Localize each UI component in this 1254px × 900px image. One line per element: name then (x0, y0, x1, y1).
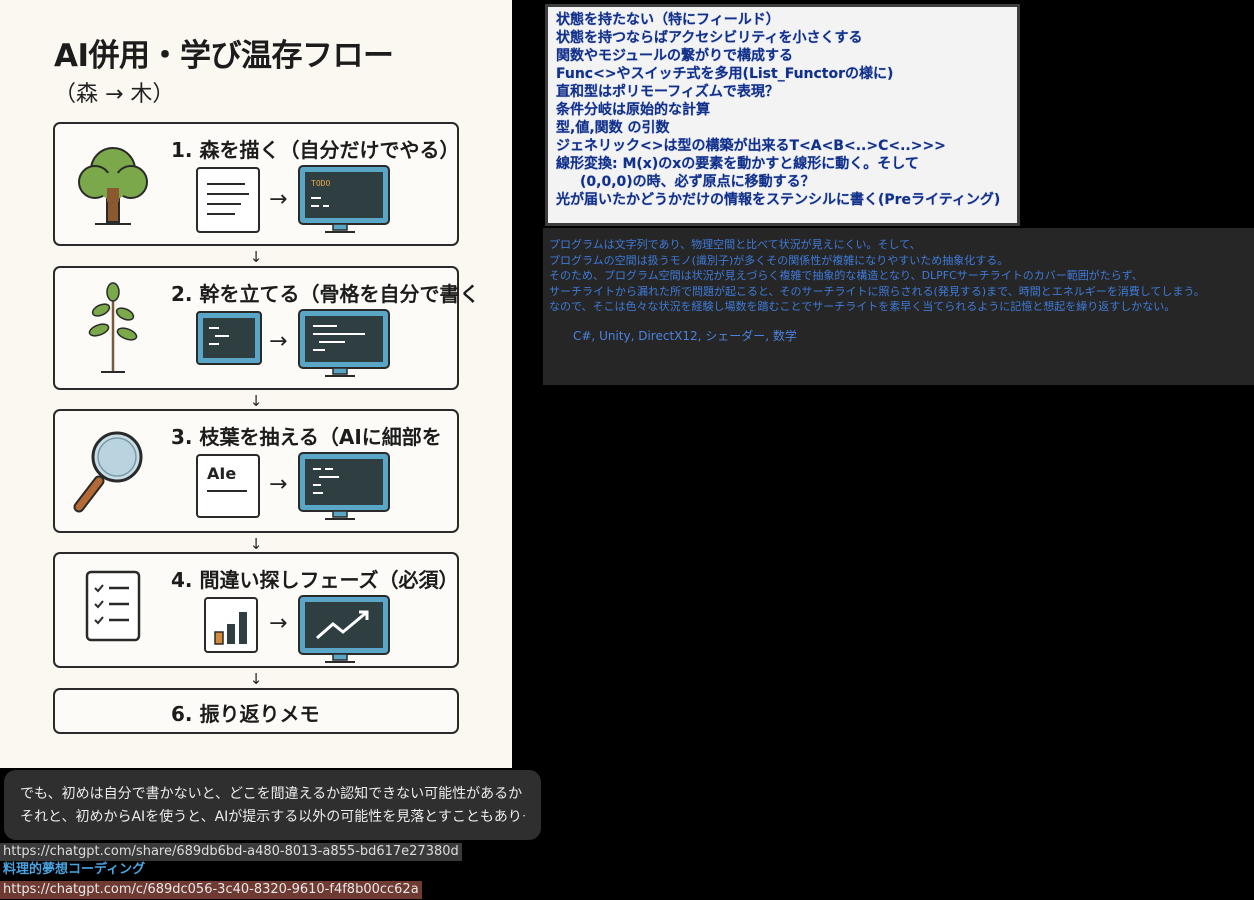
infographic-image: AI併用・学び温存フロー （森 → 木） 1. 森を描く（自分だけでやる） → (0, 0, 512, 768)
note-line-7: 型,値,関数 の引数 (556, 120, 670, 136)
flow-arrow: → (269, 611, 287, 636)
chat-line-2: それと、初めからAIを使うと、AIが提示する以外の可能性を見落とすこともありそ (20, 809, 525, 825)
checklist-icon (85, 570, 141, 642)
step-1-card: 1. 森を描く（自分だけでやる） → TODO (53, 122, 459, 246)
note-line-1: 状態を持たない（特にフィールド） (556, 12, 780, 28)
design-notes-panel: 状態を持たない（特にフィールド） 状態を持つならばアクセシビリティを小さくする … (545, 4, 1020, 226)
chat-message-bubble[interactable]: でも、初めは自分で書かないと、どこを間違えるか認知できない可能性があるか それと… (4, 770, 541, 840)
down-arrow-3: ↓ (249, 535, 263, 553)
note-line-3: 関数やモジュールの繋がりで構成する (556, 48, 794, 64)
step-1-flow: → TODO (196, 165, 390, 233)
note-line-5: 直和型はポリモーフィズムで表現？ (556, 84, 779, 100)
step-2-card: 2. 幹を立てる（骨格を自分で書く → (53, 266, 479, 390)
ai-label: AIe (207, 464, 236, 483)
program-line-2: プログラムの空間は扱うモノ(識別子)が多くその関係性が複雑になりやすいため抽象化… (549, 253, 1009, 267)
step-3-card: 3. 枝葉を抽える（AIに細部を AIe → (53, 409, 459, 533)
note-line-4: Func<>やスイッチ式を多用(List_Functorの様に) (556, 66, 894, 82)
step-3-label: 3. 枝葉を抽える（AIに細部を (171, 425, 442, 449)
note-line-10: (0,0,0)の時、必ず原点に移動する？ (580, 174, 815, 190)
step-2-flow: → (196, 309, 390, 377)
program-line-3: そのため、プログラム空間は状況が見えづらく複雑で抽象的な構造となり、DLPFCサ… (549, 269, 1143, 282)
document-icon (196, 167, 260, 233)
down-arrow-1: ↓ (249, 248, 263, 266)
program-line-4: サーチライトから漏れた所で問題が起こると、そのサーチライトに照らされる(発見する… (549, 284, 1205, 298)
program-notes-panel: プログラムは文字列であり、物理空間と比べて状況が見えにくい。そして、 プログラム… (543, 228, 1254, 385)
step-1-label: 1. 森を描く（自分だけでやる） (171, 138, 460, 162)
down-arrow-4: ↓ (249, 670, 263, 688)
step-6-label: 6. 振り返りメモ (171, 702, 320, 726)
conversation-title-link[interactable]: 料理的夢想コーディング (3, 862, 146, 877)
infographic-title: AI併用・学び温存フロー (54, 38, 394, 74)
trend-monitor-icon (298, 595, 390, 663)
step-2-label: 2. 幹を立てる（骨格を自分で書く (171, 282, 480, 306)
tree-icon (78, 147, 148, 225)
flow-arrow: → (269, 472, 287, 497)
ai-note-icon: AIe (196, 454, 260, 518)
monitor-icon (298, 309, 390, 377)
magnifier-icon (73, 431, 143, 513)
flow-arrow: → (269, 329, 287, 354)
sapling-icon (88, 282, 138, 373)
program-line-5: なので、そこは色々な状況を経験し場数を踏むことでサーチライトを素早く当てられるよ… (549, 300, 1176, 313)
note-line-2: 状態を持つならばアクセシビリティを小さくする (556, 30, 863, 46)
monitor-icon: TODO (298, 165, 390, 233)
chat-line-1: でも、初めは自分で書かないと、どこを間違えるか認知できない可能性があるか (20, 786, 523, 802)
share-link[interactable]: https://chatgpt.com/share/689db6bd-a480-… (0, 843, 462, 861)
note-line-9: 線形変換: M(x)のxの要素を動かすと線形に動く。そして (556, 156, 919, 172)
note-line-6: 条件分岐は原始的な計算 (556, 102, 710, 118)
note-line-11: 光が届いたかどうかだけの情報をステンシルに書く(Preライティング) (556, 192, 1001, 208)
skill-tags: C#, Unity, DirectX12, シェーダー, 数学 (573, 328, 797, 343)
down-arrow-2: ↓ (249, 392, 263, 410)
step-3-flow: AIe → (196, 452, 390, 520)
chat-link[interactable]: https://chatgpt.com/c/689dc056-3c40-8320… (0, 881, 422, 899)
infographic-subtitle: （森 → 木） (54, 82, 175, 107)
program-line-1: プログラムは文字列であり、物理空間と比べて状況が見えにくい。そして、 (549, 238, 921, 251)
step-4-label: 4. 間違い探しフェーズ（必須） (171, 568, 459, 592)
step-4-card: 4. 間違い探しフェーズ（必須） → (53, 552, 459, 668)
note-line-8: ジェネリック<>は型の構築が出来るT<A<B<..>C<..>>> (556, 138, 946, 154)
flow-arrow: → (269, 187, 287, 212)
step-6-card: 6. 振り返りメモ (53, 688, 459, 734)
code-window-icon (196, 311, 262, 365)
bar-chart-icon (204, 597, 258, 653)
todo-label: TODO (311, 179, 330, 188)
step-4-flow: → (204, 595, 390, 663)
monitor-icon (298, 452, 390, 520)
